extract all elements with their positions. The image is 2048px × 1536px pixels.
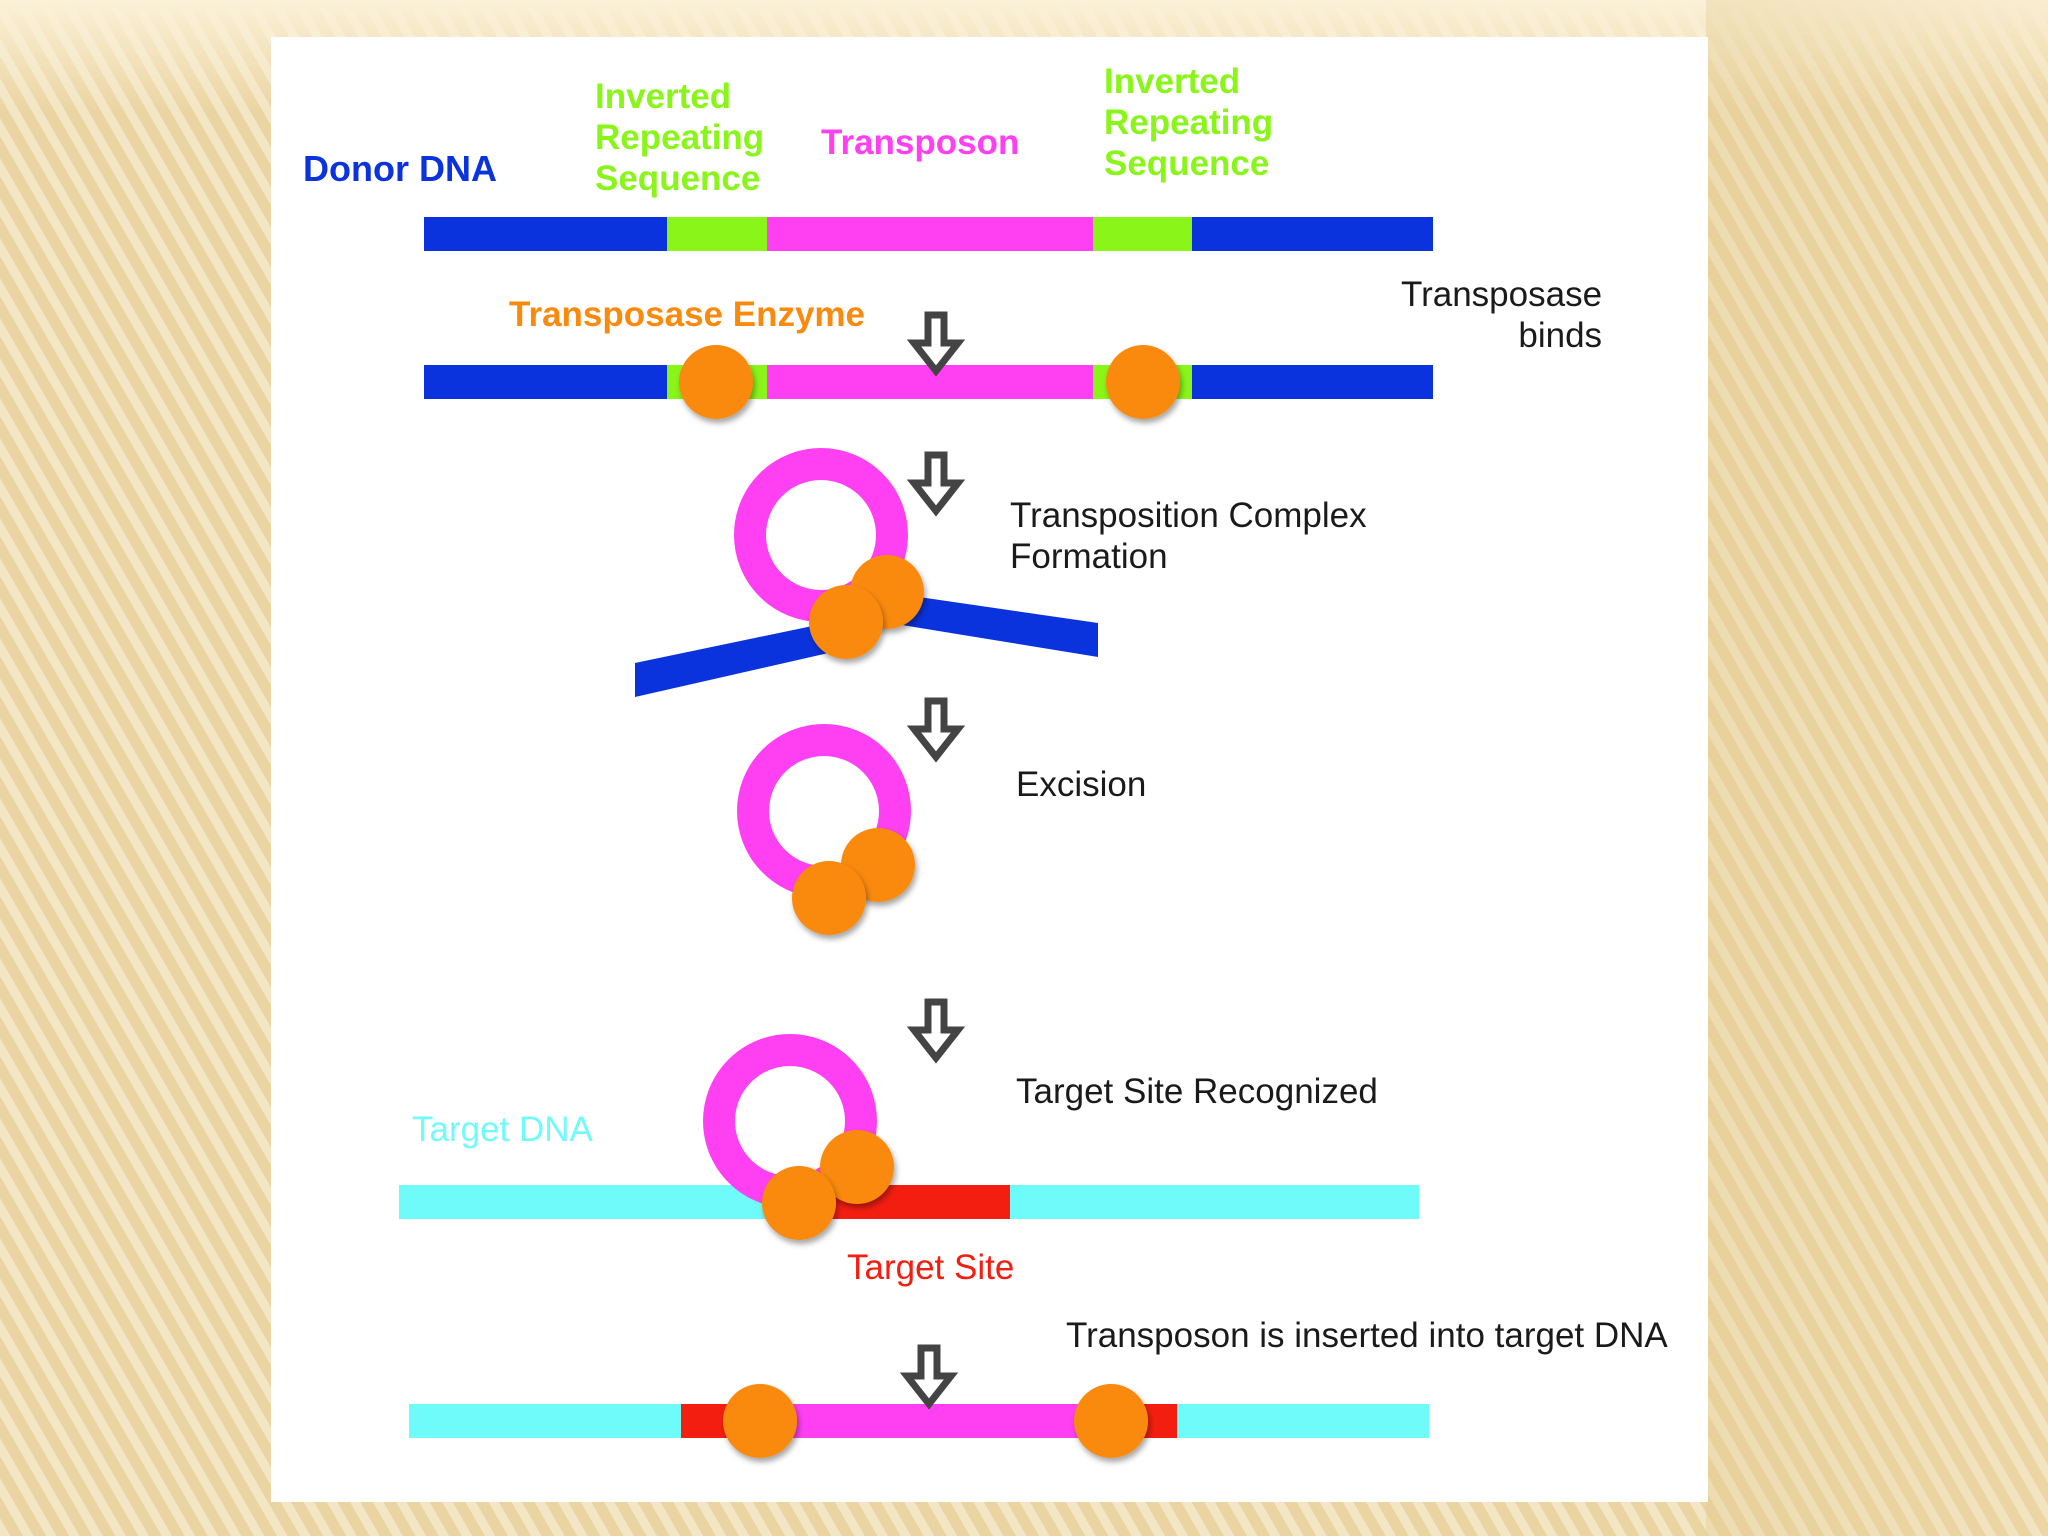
transposition-diagram bbox=[399, 217, 1433, 1458]
donor-dna-left-segment bbox=[424, 365, 667, 399]
target-dna-left-segment bbox=[409, 1404, 681, 1438]
step-target-recognized-label: Target Site Recognized bbox=[1016, 1072, 1378, 1111]
step-transposase-binds-label: Transposase binds bbox=[1401, 274, 1602, 356]
target-dna-label: Target DNA bbox=[412, 1110, 593, 1149]
inverted-repeat-right-line: Sequence bbox=[1104, 144, 1270, 183]
transposase-enzyme-right bbox=[1106, 345, 1180, 419]
transposase-enzyme bbox=[809, 585, 883, 659]
inverted-repeat-right-line: Inverted bbox=[1104, 62, 1241, 101]
step-label-line: Transposition Complex bbox=[1010, 496, 1367, 535]
step-complex-formation-label: Transposition Complex Formation bbox=[1010, 495, 1367, 577]
step-excision-label: Excision bbox=[1016, 765, 1147, 804]
down-arrow-icon bbox=[906, 697, 966, 763]
donor-dna-right-segment bbox=[1192, 217, 1433, 251]
diagram-panel: Donor DNA Inverted Repeating Sequence Tr… bbox=[271, 37, 1708, 1502]
inverted-repeat-right-segment bbox=[1093, 217, 1192, 251]
transposase-enzyme bbox=[820, 1130, 894, 1204]
transposition-complex bbox=[635, 448, 1098, 697]
step-label-line: Transposase bbox=[1401, 275, 1603, 314]
down-arrow-icon bbox=[906, 311, 966, 377]
inverted-repeat-left-line: Repeating bbox=[595, 118, 765, 157]
inverted-repeat-left-label: Inverted Repeating Sequence bbox=[595, 76, 764, 199]
donor-dna-right-arm bbox=[871, 590, 1098, 657]
donor-dna-right-segment bbox=[1192, 365, 1433, 399]
inverted-repeat-left-line: Inverted bbox=[595, 77, 732, 116]
transposon-label: Transposon bbox=[821, 123, 1020, 162]
target-dna-right-segment bbox=[1177, 1404, 1429, 1438]
step-inserted-label: Transposon is inserted into target DNA bbox=[1066, 1316, 1668, 1355]
transposase-enzyme bbox=[723, 1384, 797, 1458]
inverted-repeat-left-line: Sequence bbox=[595, 159, 761, 198]
donor-dna-strand bbox=[424, 217, 1433, 251]
transposase-enzyme bbox=[1074, 1384, 1148, 1458]
inverted-repeat-right-label: Inverted Repeating Sequence bbox=[1104, 61, 1273, 184]
down-arrow-icon bbox=[906, 451, 966, 517]
transposase-enzyme bbox=[762, 1166, 836, 1240]
bound-dna-strand bbox=[424, 345, 1433, 419]
background-right-panel bbox=[1706, 0, 2048, 1536]
down-arrow-icon bbox=[899, 1344, 959, 1410]
transposon-segment bbox=[767, 217, 1093, 251]
donor-dna-left-segment bbox=[424, 217, 667, 251]
target-dna-strand bbox=[399, 1034, 1419, 1240]
target-site-label: Target Site bbox=[847, 1248, 1015, 1287]
excised-transposon bbox=[737, 724, 915, 935]
donor-dna-label: Donor DNA bbox=[303, 148, 497, 189]
target-dna-right-segment bbox=[1010, 1185, 1419, 1219]
recombined-dna-strand bbox=[409, 1384, 1429, 1458]
transposase-enzyme-label: Transposase Enzyme bbox=[509, 295, 865, 334]
inverted-repeat-right-line: Repeating bbox=[1104, 103, 1274, 142]
target-dna-left-segment bbox=[399, 1185, 803, 1219]
down-arrow-icon bbox=[906, 998, 966, 1064]
transposase-enzyme-left bbox=[679, 345, 753, 419]
transposon-segment bbox=[767, 365, 1093, 399]
transposon-segment bbox=[757, 1404, 1109, 1438]
transposase-enzyme bbox=[792, 861, 866, 935]
step-label-line: Formation bbox=[1010, 537, 1168, 576]
inverted-repeat-left-segment bbox=[667, 217, 767, 251]
step-label-line: binds bbox=[1518, 316, 1603, 355]
donor-dna-left-arm bbox=[635, 619, 846, 697]
